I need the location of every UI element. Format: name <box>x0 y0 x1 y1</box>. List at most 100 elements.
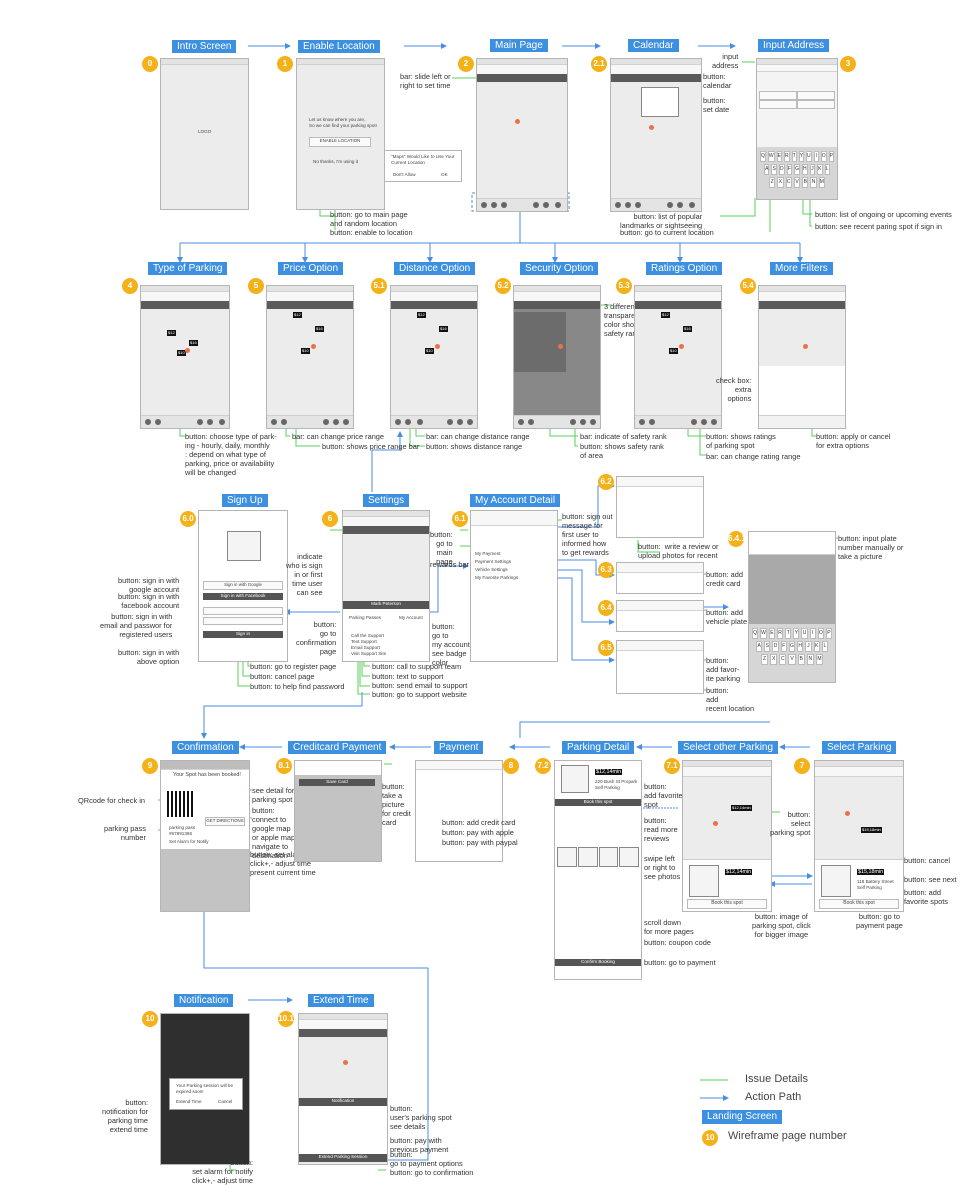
book-this-spot-button[interactable]: Book this spot <box>555 799 641 806</box>
my-account-button[interactable]: My Account <box>399 615 423 620</box>
parking-detail-annotation-d: scroll down for more pages <box>644 918 694 936</box>
page-number: 7.1 <box>664 758 680 774</box>
title-parking-detail: Parking Detail <box>562 741 635 754</box>
account-favorites[interactable]: My Favorite Parkings <box>475 575 519 580</box>
payment-settings-wireframe <box>616 562 704 594</box>
signup-annotation-d: button: sign in with above option <box>118 648 180 666</box>
title-my-account-detail: My Account Detail <box>470 494 561 507</box>
cancel-button[interactable]: Cancel <box>218 1099 233 1104</box>
extend-time-button[interactable]: Extend Time <box>176 1099 202 1104</box>
title-type-of-parking: Type of Parking <box>148 262 228 275</box>
favorite-parking-wireframe <box>616 640 704 694</box>
settings-annotation-g: button: go to support website <box>372 690 467 699</box>
support-site[interactable]: Visit Support Site <box>351 651 387 656</box>
title-payment: Payment <box>434 741 484 754</box>
select-parking-wireframe: $15,18min $15,18min 118 Battery Street S… <box>814 760 904 912</box>
select-annotation-d: button: go to payment page <box>856 912 903 930</box>
parking-detail-price: $12,14min <box>595 769 623 775</box>
plate-annotation: button: input plate number manually or t… <box>838 534 904 561</box>
select-parking-book-button[interactable]: Book this spot <box>819 899 899 909</box>
account-vehicle-settings[interactable]: Vehicle Settings <box>475 567 508 572</box>
select-parking-spot: 118 Battery Street Self Parking <box>857 879 894 890</box>
page-number: 6.4.1 <box>728 531 746 547</box>
security-note: 3 different transparent color shows safe… <box>604 302 644 338</box>
settings-annotation-e: button: text to support <box>372 672 444 681</box>
google-signin-button[interactable]: Sign in with Google <box>203 581 283 590</box>
review-wireframe <box>616 476 704 538</box>
signup-annotation-b: button: sign in with facebook account <box>118 592 180 610</box>
select-other-price: $12,14min <box>725 869 753 875</box>
parking-detail-annotation-a: button: add favorite spot <box>644 782 683 809</box>
account-annotation-a: button: go to main page <box>430 530 453 566</box>
page-number: 6.2 <box>598 474 614 490</box>
distance-annotation-b: button: shows distance range <box>426 442 523 451</box>
page-number: 3 <box>840 56 856 72</box>
signin-button[interactable]: Sign in <box>203 631 283 638</box>
set-alarm-row[interactable]: Set Alarm for Notify <box>169 839 209 844</box>
page-number: 6 <box>322 511 338 527</box>
title-distance-option: Distance Option <box>394 262 476 275</box>
select-annotation-a: button: cancel <box>904 856 951 865</box>
logo-text: LOGO <box>198 129 212 134</box>
ok-button[interactable]: OK <box>441 172 448 177</box>
page-number: 5 <box>248 278 264 294</box>
title-sign-up: Sign Up <box>222 494 268 507</box>
vehicle-settings-wireframe <box>616 600 704 632</box>
account-payment[interactable]: My Payment <box>475 551 501 556</box>
page-number: 8.1 <box>276 758 292 774</box>
support-call[interactable]: Call the Support <box>351 633 384 638</box>
page-number: 7 <box>794 758 810 774</box>
title-select-parking: Select Parking <box>822 741 897 754</box>
calendar-annotation-a: button: calendar <box>703 72 732 90</box>
facebook-signin-button[interactable]: Sign in with Facebook <box>203 593 283 600</box>
legend-action-path: Action Path <box>745 1091 802 1103</box>
account-payment-settings[interactable]: Payment Settings <box>475 559 512 564</box>
dont-allow-button[interactable]: Don't Allow <box>393 172 416 177</box>
support-text[interactable]: Text Support <box>351 639 377 644</box>
notification-bar: Notification <box>299 1098 387 1106</box>
page-number: 10.1 <box>278 1011 294 1027</box>
title-main-page: Main Page <box>490 39 548 52</box>
extend-parking-session-button[interactable]: Extend Parking Session <box>299 1154 387 1162</box>
title-more-filters: More Filters <box>770 262 833 275</box>
select-annotation-c: button: add favorite spots <box>904 888 948 906</box>
title-security-option: Security Option <box>520 262 599 275</box>
select-other-book-button[interactable]: Book this spot <box>687 899 767 909</box>
more-annotation: button: apply or cancel for extra option… <box>816 432 891 450</box>
account-annotation-g: button: add favor- ite parking <box>706 656 741 683</box>
settings-wireframe: Mark Peterson Parking Passes My Account … <box>342 510 430 662</box>
account-annotation-b: rewards bar <box>430 560 470 569</box>
title-settings: Settings <box>363 494 410 507</box>
save-card-button[interactable]: Save Card <box>299 779 375 786</box>
page-number: 4 <box>122 278 138 294</box>
support-email[interactable]: Email Support <box>351 645 380 650</box>
extend-annotation-d: button: go to confirmation <box>390 1168 474 1177</box>
ratings-annotation-a: button: shows ratings of parking spot <box>706 432 776 450</box>
main-page-wireframe <box>476 58 568 212</box>
account-annotation-c: button: sign out message for first user … <box>562 512 613 557</box>
page-number: 5.2 <box>495 278 511 294</box>
page-number: 6.0 <box>180 511 196 527</box>
settings-annotation-b: button: go to confirmation page <box>296 620 337 656</box>
confirm-booking-button[interactable]: Confirm Booking <box>555 959 641 966</box>
account-annotation-h: button: add recent location <box>706 686 755 713</box>
security-option-wireframe <box>513 285 601 429</box>
payment-annotation-c: button: pay with paypal <box>442 838 518 847</box>
confirm-annotation-b: button: connect to google map or apple m… <box>252 806 296 860</box>
enable-location-button[interactable]: ENABLE LOCATION <box>309 137 371 147</box>
parking-detail-annotation-e: button: coupon code <box>644 938 711 947</box>
get-directions-button[interactable]: GET DIRECTIONS <box>205 817 245 826</box>
parking-detail-annotation-b: button: read more reviews <box>644 816 678 843</box>
creditcard-wireframe: Save Card <box>294 760 382 862</box>
type-of-parking-wireframe: $12$16$10 <box>140 285 230 429</box>
parking-detail-wireframe: $12,14min 220 Bush St Propark Self Parki… <box>554 760 642 980</box>
parking-passes-button[interactable]: Parking Passes <box>349 615 381 620</box>
confirmation-wireframe: Your Spot has been booked! GET DIRECTION… <box>160 760 250 912</box>
enable-message: Let us know where you are, So we can fin… <box>309 117 377 128</box>
no-thanks-link[interactable]: No thanks, I'm using it <box>313 159 359 164</box>
settings-annotation-a: indicate who is sign in or first time us… <box>286 552 323 597</box>
page-number: 6.4 <box>598 600 614 616</box>
title-confirmation: Confirmation <box>172 741 239 754</box>
